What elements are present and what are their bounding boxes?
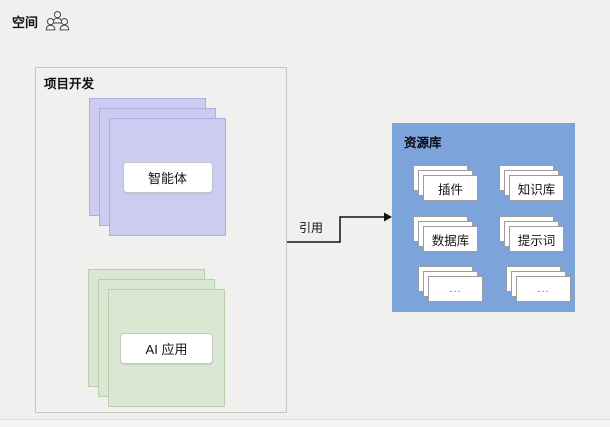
resource-label: ... <box>428 276 483 302</box>
project-dev-title: 项目开发 <box>44 77 95 91</box>
resource-label: 数据库 <box>423 226 478 252</box>
stacked-card-front: AI 应用 <box>108 289 225 407</box>
resource-library-title: 资源库 <box>404 136 442 150</box>
workspace-title: 空间 <box>12 15 39 30</box>
reference-arrow-label: 引用 <box>299 221 324 235</box>
resource-label: ... <box>516 276 571 302</box>
agent-label: 智能体 <box>122 161 213 193</box>
ai-app-label: AI 应用 <box>120 332 213 364</box>
resource-label: 提示词 <box>509 226 564 252</box>
resource-label: 插件 <box>423 175 478 201</box>
resource-library-container: 资源库 插件 知识库 数据库 提示词 ... ... <box>392 123 575 312</box>
resource-label: 知识库 <box>509 175 564 201</box>
page-bottom-divider <box>0 419 610 420</box>
workspace-header: 空间 <box>12 9 71 33</box>
stacked-card-front: 智能体 <box>109 118 226 236</box>
team-icon <box>45 11 70 31</box>
project-dev-container: 项目开发 智能体 AI 应用 <box>35 67 287 413</box>
page-bottom-strip <box>0 420 610 427</box>
